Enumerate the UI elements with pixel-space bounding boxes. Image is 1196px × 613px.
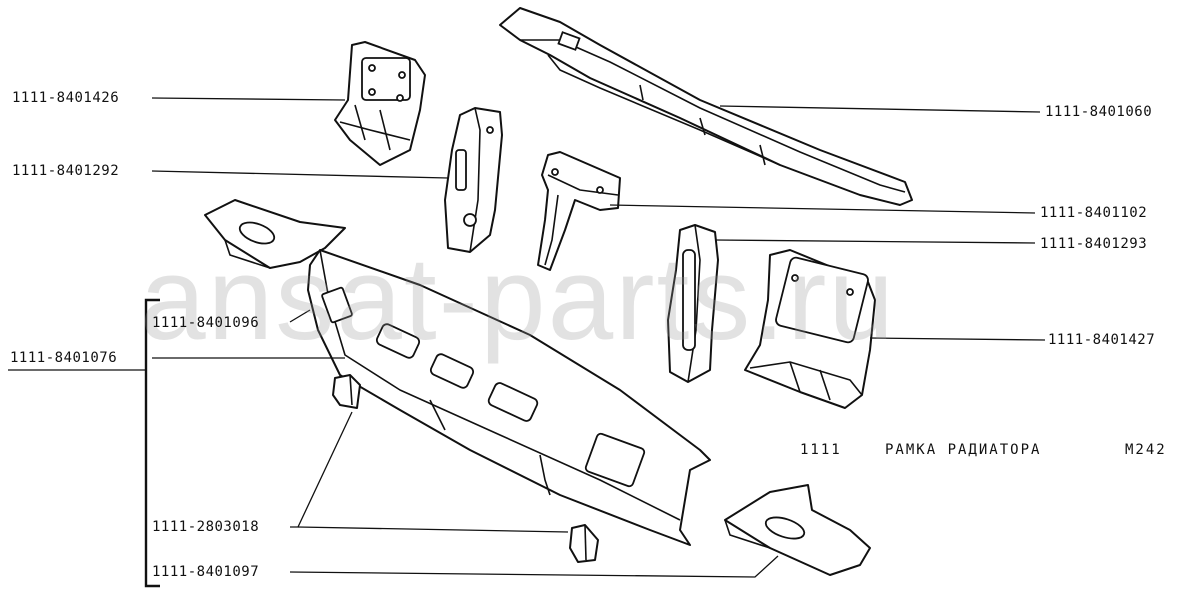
part-label-1111-8401060: 1111-8401060 (1045, 104, 1153, 120)
part-label-1111-8401096: 1111-8401096 (152, 315, 260, 331)
leader-1111-8401292 (151, 170, 449, 179)
part-label-1111-8401293: 1111-8401293 (1040, 236, 1148, 252)
lower-right-plate-part (724, 484, 871, 576)
center-bracket-part (537, 151, 621, 271)
lower-crossmember-part (307, 249, 711, 546)
diagram-code: М242 (1125, 442, 1167, 458)
right-bracket-part (744, 249, 876, 409)
part-label-1111-8401292: 1111-8401292 (12, 163, 120, 179)
upper-left-bracket-part (334, 41, 426, 166)
leader-1111-2803018-b (297, 526, 569, 533)
part-label-1111-8401097: 1111-8401097 (152, 564, 260, 580)
leader-1111-2803018 (290, 411, 353, 528)
leader-1111-8401293 (714, 239, 1036, 244)
diagram-model-number: 1111 (800, 442, 842, 458)
clip-upper-part (332, 374, 361, 409)
leader-1111-8401427 (869, 337, 1046, 341)
leader-1111-8401426 (151, 97, 346, 101)
part-label-1111-8401427: 1111-8401427 (1048, 332, 1156, 348)
diagram-title: РАМКА РАДИАТОРА (885, 442, 1042, 458)
upper-left-plate-part (204, 199, 346, 269)
leader-1111-8401097 (289, 555, 779, 578)
part-label-1111-8401076: 1111-8401076 (10, 350, 118, 366)
part-label-1111-2803018: 1111-2803018 (152, 519, 260, 535)
part-label-1111-8401426: 1111-8401426 (12, 90, 120, 106)
leader-1111-8401096 (289, 309, 311, 323)
leader-1111-8401060 (719, 105, 1041, 113)
leader-1111-8401102 (609, 204, 1036, 214)
left-pillar-part (444, 107, 503, 253)
clip-lower-part (569, 524, 599, 563)
right-pillar-part (667, 224, 719, 383)
part-label-1111-8401102: 1111-8401102 (1040, 205, 1148, 221)
upper-crossmember-part (499, 7, 913, 206)
group-bracket (144, 298, 160, 588)
